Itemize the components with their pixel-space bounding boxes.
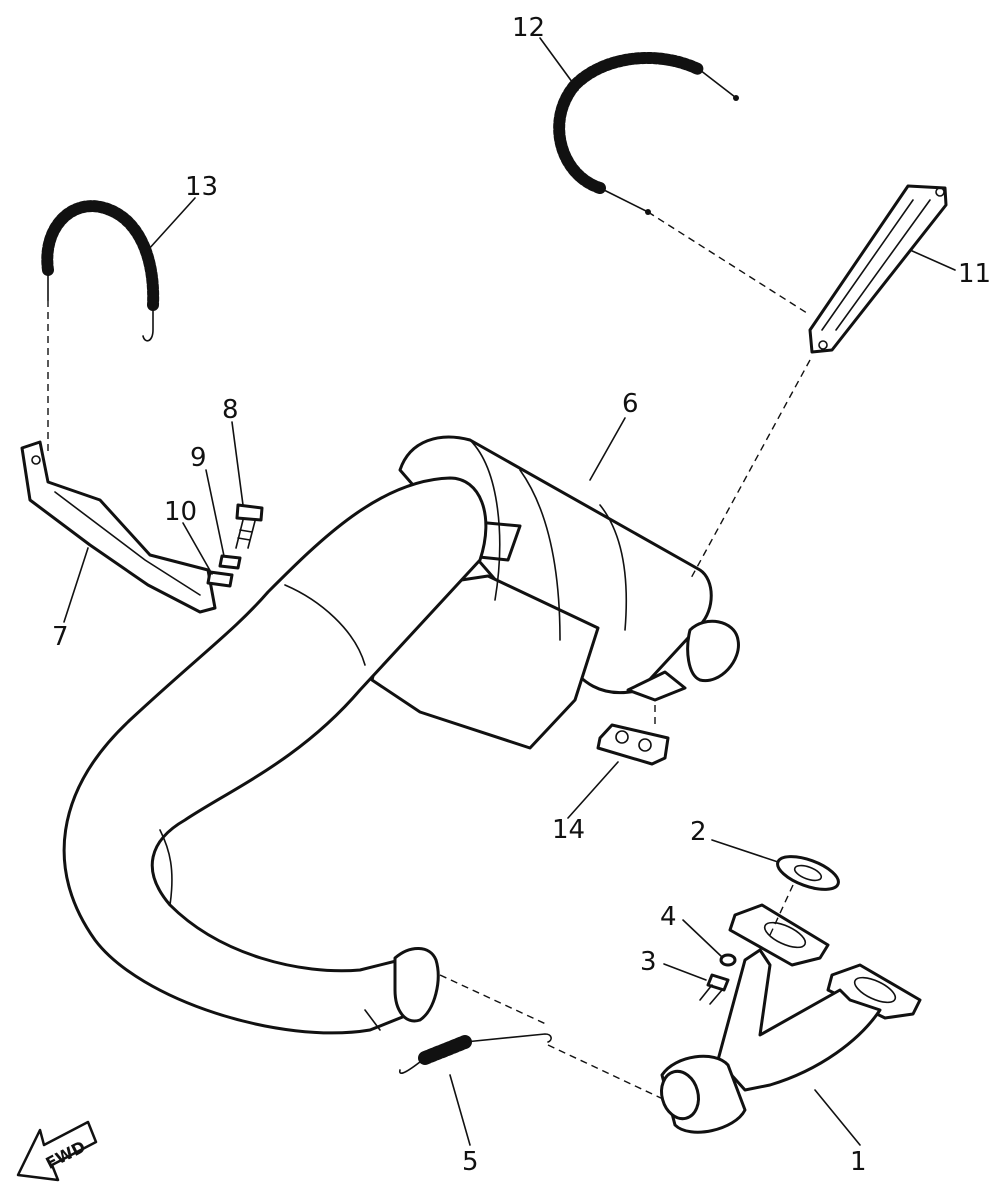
part-13-spring: [41, 200, 160, 342]
label-1: 1: [850, 1147, 867, 1177]
part-labels: 12 13 11 6 8 9 10 7 14 2 4 3 5 1: [52, 13, 991, 1177]
label-11: 11: [958, 259, 991, 289]
label-6: 6: [622, 389, 639, 419]
fwd-direction-arrow-icon: FWD: [16, 1120, 98, 1182]
label-10: 10: [164, 497, 197, 527]
part-7-bracket: [20, 440, 217, 614]
label-7: 7: [52, 622, 69, 652]
part-1-exhaust-pipe: [660, 903, 922, 1134]
label-12: 12: [512, 13, 545, 43]
label-4: 4: [660, 902, 677, 932]
part-9-washer: [218, 554, 242, 570]
part-3-bolt: [699, 973, 730, 1005]
part-4-washer: [719, 953, 737, 967]
label-3: 3: [640, 947, 657, 977]
part-2-gasket: [776, 855, 840, 891]
part-14-plate: [596, 723, 670, 766]
label-2: 2: [690, 817, 707, 847]
label-5: 5: [462, 1147, 479, 1177]
leader-lines: [63, 37, 956, 1146]
assembly-lines: [47, 211, 811, 1101]
part-5-spring: [399, 1033, 552, 1074]
part-10-nut: [206, 570, 234, 588]
label-8: 8: [222, 395, 239, 425]
label-13: 13: [185, 172, 218, 202]
part-11-stay: [808, 184, 948, 354]
exhaust-pipe-body: [62, 476, 488, 1035]
label-9: 9: [190, 443, 207, 473]
part-8-bolt: [235, 503, 264, 549]
part-12-spring: [553, 52, 739, 215]
label-14: 14: [552, 815, 585, 845]
